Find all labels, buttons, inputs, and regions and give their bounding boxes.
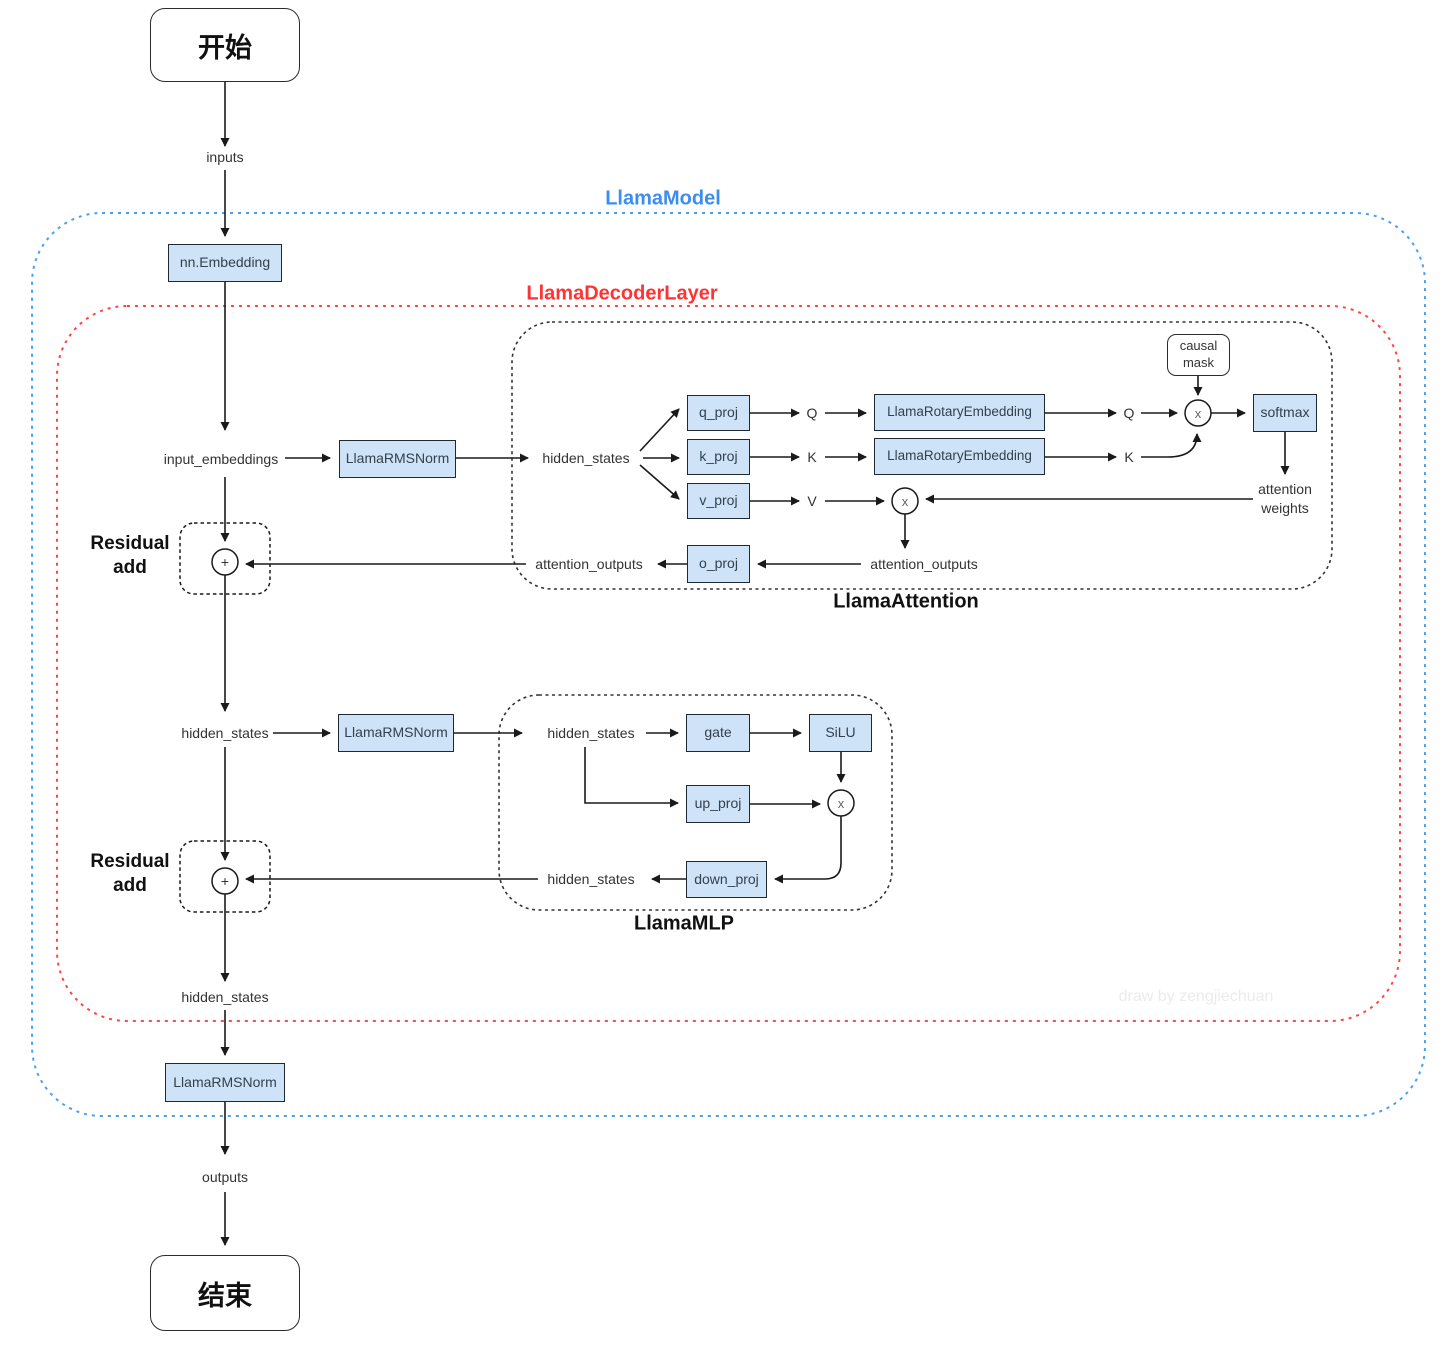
multiply-operator: x — [838, 796, 845, 811]
watermark-text: draw by zengjiechuan — [1118, 988, 1274, 1005]
end-terminal: 结束 — [150, 1255, 300, 1331]
k-label: K — [807, 449, 817, 465]
add-operator: + — [221, 554, 229, 570]
start-terminal: 开始 — [150, 8, 300, 82]
rotary-embedding-q-node: LlamaRotaryEmbedding — [874, 394, 1045, 431]
up-proj-node: up_proj — [686, 785, 750, 823]
k-proj-node: k_proj — [687, 439, 750, 475]
add-circle-2 — [211, 867, 239, 895]
llama-decoder-layer-label: LlamaDecoderLayer — [526, 282, 718, 305]
multiply-operator: x — [902, 494, 909, 509]
llama-model-container — [31, 212, 1426, 1117]
rotary-embedding-k-node: LlamaRotaryEmbedding — [874, 438, 1045, 475]
llama-attention-label: LlamaAttention — [833, 590, 979, 613]
hidden-states-decoder-output-label: hidden_states — [181, 989, 269, 1005]
add-circle-1 — [211, 548, 239, 576]
hidden-states-mlp-output-label: hidden_states — [547, 871, 635, 887]
multiply-circle-mlp — [827, 789, 855, 817]
llama-decoder-layer-container — [56, 305, 1401, 1022]
llama-model-label: LlamaModel — [605, 187, 721, 210]
nn-embedding-node: nn.Embedding — [168, 244, 282, 282]
attention-outputs-outer-label: attention_outputs — [535, 556, 643, 572]
softmax-node: softmax — [1253, 394, 1317, 432]
hidden-states-mlp-input-label: hidden_states — [547, 725, 635, 741]
q-label: Q — [806, 405, 818, 421]
multiply-operator: x — [1195, 406, 1202, 421]
v-proj-node: v_proj — [687, 483, 750, 519]
causal-mask-node: causal mask — [1167, 334, 1230, 376]
q-rotated-label: Q — [1123, 405, 1135, 421]
attention-outputs-inner-label: attention_outputs — [870, 556, 978, 572]
k-rotated-label: K — [1124, 449, 1134, 465]
gate-node: gate — [686, 714, 750, 752]
residual-add-label-1: Residual add — [90, 533, 170, 578]
hidden-states-post-attention-label: hidden_states — [181, 725, 269, 741]
input-embeddings-label: input_embeddings — [163, 451, 279, 467]
silu-node: SiLU — [809, 714, 872, 752]
inputs-label: inputs — [206, 149, 244, 165]
rmsnorm-final-node: LlamaRMSNorm — [165, 1063, 285, 1102]
rmsnorm-pre-mlp-node: LlamaRMSNorm — [338, 714, 454, 752]
multiply-circle-qk — [1184, 399, 1212, 427]
llama-mlp-container — [498, 694, 893, 911]
flow-arrows — [220, 82, 1290, 1246]
residual-add-label-2: Residual add — [90, 851, 170, 896]
llama-mlp-label: LlamaMLP — [633, 912, 735, 935]
residual-add-box-2 — [179, 840, 271, 913]
multiply-circle-v — [891, 487, 919, 515]
rmsnorm-pre-attention-node: LlamaRMSNorm — [339, 440, 456, 478]
q-proj-node: q_proj — [687, 395, 750, 431]
hidden-states-attention-input-label: hidden_states — [542, 450, 630, 466]
residual-add-box-1 — [179, 522, 271, 595]
outputs-label: outputs — [202, 1169, 248, 1185]
attention-weights-label: attention weights — [1258, 481, 1312, 516]
down-proj-node: down_proj — [686, 861, 767, 898]
add-operator: + — [221, 873, 229, 889]
operator-circles: x x x + + — [211, 399, 1212, 895]
v-label: V — [807, 493, 817, 509]
o-proj-node: o_proj — [687, 545, 750, 583]
